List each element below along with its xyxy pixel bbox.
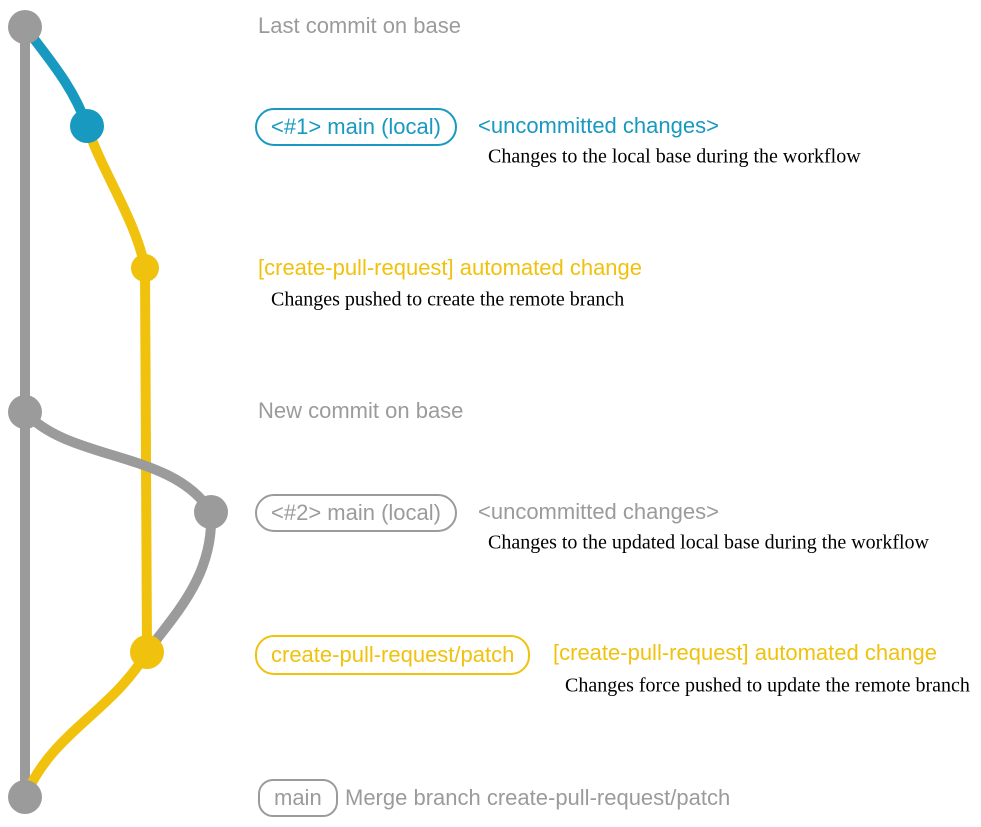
branch-badge-patch: create-pull-request/patch xyxy=(255,635,531,675)
commit-dot-new-base xyxy=(8,395,42,429)
commit-dot-merge xyxy=(8,780,42,814)
commit-dot-last-base xyxy=(8,10,42,44)
automated-change-detail-2: Changes force pushed to update the remot… xyxy=(565,674,970,697)
merge-commit-heading: Merge branch create-pull-request/patch xyxy=(345,785,731,810)
automated-change-heading-2: [create-pull-request] automated change xyxy=(553,640,938,665)
new-commit-title: New commit on base xyxy=(258,398,464,423)
patch-branch-line xyxy=(140,263,152,657)
git-graph xyxy=(8,10,228,814)
uncommitted-changes-heading-1: <uncommitted changes> xyxy=(478,113,719,138)
merge-curve xyxy=(20,647,152,802)
commit-dot-automated-change-2 xyxy=(130,635,164,669)
local-main-branch-curve-1 xyxy=(20,22,92,131)
uncommitted-changes-heading-2: <uncommitted changes> xyxy=(478,499,719,524)
uncommitted-changes-detail-2: Changes to the updated local base during… xyxy=(488,531,929,554)
commit-dot-automated-change-1 xyxy=(131,254,159,282)
last-commit-title: Last commit on base xyxy=(258,13,461,38)
automated-change-detail-1: Changes pushed to create the remote bran… xyxy=(271,288,625,311)
commit-dot-local-main-1 xyxy=(70,109,104,143)
automated-change-heading-1: [create-pull-request] automated change xyxy=(258,255,643,280)
branch-badge-main-local-1: <#1> main (local) xyxy=(255,108,457,146)
patch-branch-curve-top xyxy=(82,121,150,273)
branch-badge-main-local-2: <#2> main (local) xyxy=(255,494,457,532)
commit-dot-local-main-2 xyxy=(194,495,228,529)
branch-badge-main: main xyxy=(258,779,338,817)
rebase-curve xyxy=(142,507,217,657)
uncommitted-changes-detail-1: Changes to the local base during the wor… xyxy=(488,145,861,168)
local-main-branch-curve-2 xyxy=(20,407,216,517)
